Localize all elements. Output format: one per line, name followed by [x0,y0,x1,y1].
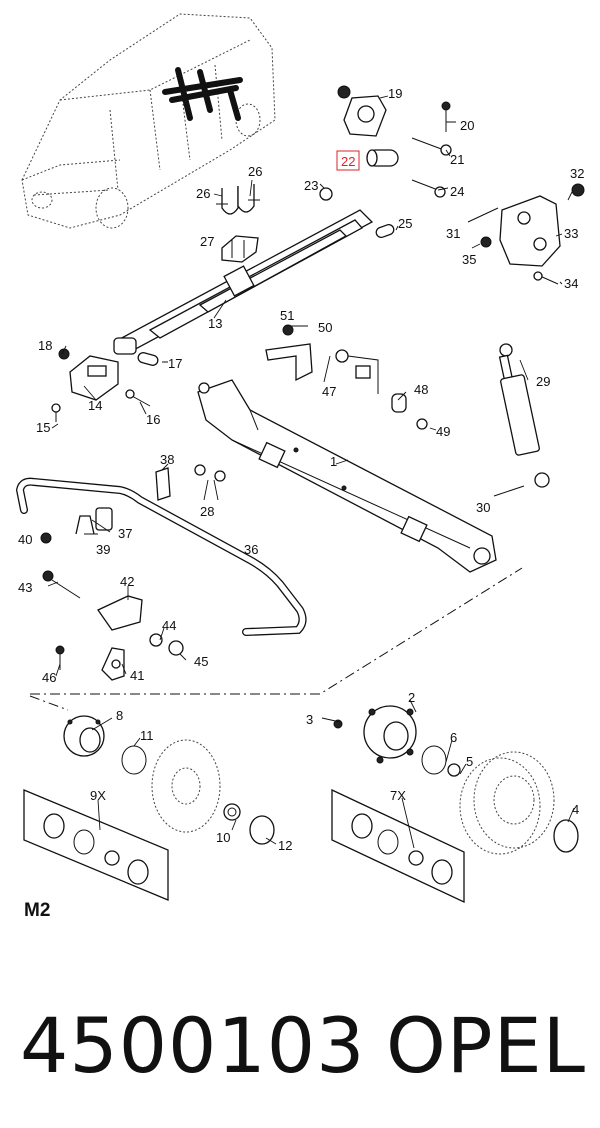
shackle-bracket[interactable] [467,183,585,285]
callout-27[interactable]: 27 [200,234,214,249]
height-sensor-link[interactable] [335,349,379,394]
callout-21[interactable]: 21 [450,152,464,167]
callout-28[interactable]: 28 [200,504,214,519]
section-divider [30,567,523,695]
callout-33[interactable]: 33 [564,226,578,241]
sensor-bracket[interactable] [265,324,313,382]
circlip-11[interactable] [121,745,147,775]
callout-5[interactable]: 5 [466,754,473,769]
shock-absorber[interactable] [493,343,550,497]
spring-hanger-bracket[interactable] [337,85,387,137]
sheet-label: M2 [24,900,50,921]
callout-labels: 1 2 3 4 5 6 7X 8 9X 10 11 12 13 14 15 16… [18,86,584,921]
stabilizer-bushing-48[interactable] [391,393,428,430]
axle-beam[interactable] [197,379,497,573]
callout-24[interactable]: 24 [450,184,464,199]
callout-6[interactable]: 6 [450,730,457,745]
callout-26-right[interactable]: 26 [248,164,262,179]
callout-51[interactable]: 51 [280,308,294,323]
bolt-24[interactable] [411,179,446,198]
callout-36[interactable]: 36 [244,542,258,557]
callout-8[interactable]: 8 [116,708,123,723]
callout-48[interactable]: 48 [414,382,428,397]
callout-22-highlighted[interactable]: 22 [341,154,355,169]
hub-cap-12[interactable] [249,815,275,845]
callout-17[interactable]: 17 [168,356,182,371]
link-bracket-42[interactable] [97,595,184,656]
callout-19[interactable]: 19 [388,86,402,101]
callout-7x[interactable]: 7X [390,788,406,803]
callout-40[interactable]: 40 [18,532,32,547]
hub-right[interactable] [333,705,417,764]
nut-23[interactable] [319,187,333,201]
callout-18[interactable]: 18 [38,338,52,353]
callout-12[interactable]: 12 [278,838,292,853]
bushing-22[interactable] [366,149,399,167]
callout-43[interactable]: 43 [18,580,32,595]
bolt-21[interactable] [411,137,452,156]
hub-cap-4[interactable] [553,819,579,853]
spring-plate[interactable] [51,348,119,422]
brand-name: OPEL [385,1000,586,1090]
stabilizer-clamp[interactable] [40,507,113,544]
callout-44[interactable]: 44 [162,618,176,633]
kit-7x[interactable] [331,788,465,904]
van-illustration [21,13,276,229]
section-divider-left [29,695,69,711]
callout-10[interactable]: 10 [216,830,230,845]
leader-lines [47,95,575,849]
bearing-10[interactable] [223,803,241,821]
stabilizer-bracket-38[interactable] [155,464,226,501]
callout-26-left[interactable]: 26 [196,186,210,201]
part-number: 4500103 [20,1000,366,1090]
callout-13[interactable]: 13 [208,316,222,331]
callout-46[interactable]: 46 [42,670,56,685]
callout-35[interactable]: 35 [462,252,476,267]
shackle-pin[interactable] [125,352,159,407]
callout-31[interactable]: 31 [446,226,460,241]
callout-50[interactable]: 50 [318,320,332,335]
callout-3[interactable]: 3 [306,712,313,727]
callout-41[interactable]: 41 [130,668,144,683]
bolt-43[interactable] [42,570,81,599]
callout-30[interactable]: 30 [476,500,490,515]
callout-16[interactable]: 16 [146,412,160,427]
callout-37[interactable]: 37 [118,526,132,541]
callout-32[interactable]: 32 [570,166,584,181]
callout-2[interactable]: 2 [408,690,415,705]
callout-15[interactable]: 15 [36,420,50,435]
callout-49[interactable]: 49 [436,424,450,439]
callout-39[interactable]: 39 [96,542,110,557]
hub-left[interactable] [63,715,105,757]
u-bolt[interactable] [216,184,260,215]
callout-1[interactable]: 1 [330,454,337,469]
highlight-box [336,150,360,171]
parts-diagram: 1 2 3 4 5 6 7X 8 9X 10 11 12 13 14 15 16… [15,13,585,921]
circlip-6[interactable] [421,745,461,777]
callout-9x[interactable]: 9X [90,788,106,803]
callout-42[interactable]: 42 [120,574,134,589]
stabilizer-mount-41[interactable] [55,645,125,681]
callout-29[interactable]: 29 [536,374,550,389]
callout-34[interactable]: 34 [564,276,578,291]
stabilizer-bar[interactable] [15,477,307,636]
callout-47[interactable]: 47 [322,384,336,399]
brake-disc [151,739,221,833]
callout-14[interactable]: 14 [88,398,102,413]
bushing-25[interactable] [375,223,395,239]
callout-20[interactable]: 20 [460,118,474,133]
callout-11[interactable]: 11 [140,728,154,743]
bolt-20[interactable] [441,101,451,132]
bump-stop[interactable] [221,235,259,263]
part-caption: 4500103 OPEL [0,990,600,1100]
callout-23[interactable]: 23 [304,178,318,193]
leaf-spring[interactable] [113,209,374,355]
callout-25[interactable]: 25 [398,216,412,231]
callout-4[interactable]: 4 [572,802,579,817]
brake-drum [459,751,555,855]
callout-38[interactable]: 38 [160,452,174,467]
callout-45[interactable]: 45 [194,654,208,669]
kit-9x[interactable] [23,789,169,901]
